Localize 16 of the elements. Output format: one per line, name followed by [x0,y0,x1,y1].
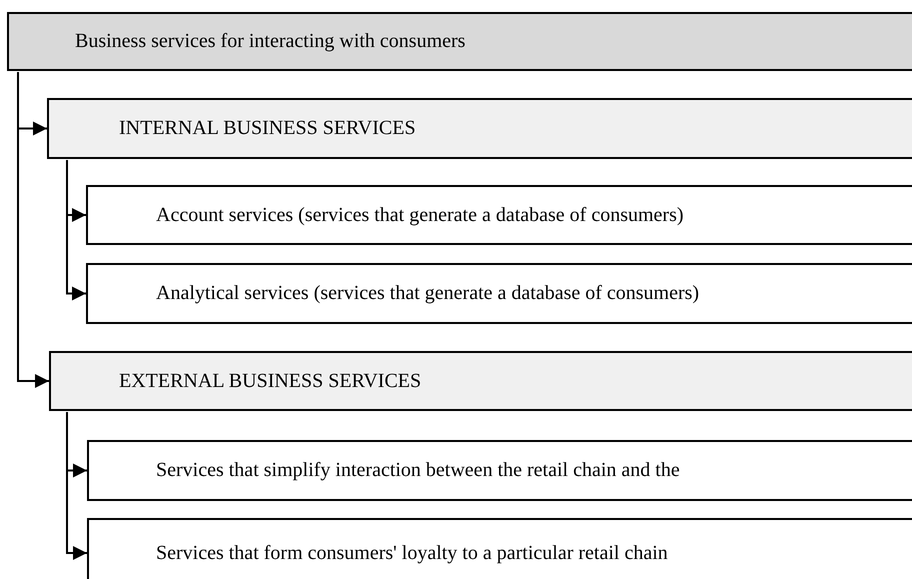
box-label: Services that form consumers' loyalty to a particular retail chain [156,542,668,564]
box-label: Business services for interacting with consumers [75,30,466,53]
box-label: Account services (services that generate a database of consumers) [156,204,684,226]
service-box [86,185,912,245]
category-box [47,98,912,159]
service-box [87,440,912,501]
category-box [49,351,912,411]
service-box [87,518,912,579]
connector-arrow [66,160,86,300]
service-box [86,263,912,324]
box-label: EXTERNAL BUSINESS SERVICES [119,370,422,392]
box-label: Services that simplify interaction between the retail chain and the [156,459,680,482]
root-box [7,12,912,71]
connector-arrow [17,72,49,388]
box-label: Analytical services (services that generate a database of consumers) [156,282,700,305]
box-label: INTERNAL BUSINESS SERVICES [119,117,416,140]
